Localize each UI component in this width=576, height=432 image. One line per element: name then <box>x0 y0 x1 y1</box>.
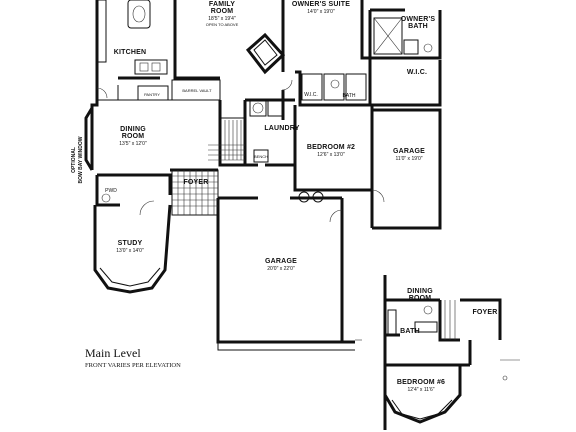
water-heaters <box>298 191 324 203</box>
water-heater-2-label: W.H. <box>314 195 323 200</box>
dining-room-dims: 13'5" x 12'0" <box>119 141 147 147</box>
powder-room <box>95 175 120 207</box>
plan-title: Main Level <box>85 346 141 360</box>
inset-dining-label: DINING <box>407 288 433 295</box>
study-walls <box>93 204 172 294</box>
bedroom2-label: BEDROOM #2 <box>307 144 355 151</box>
hall-wic-label: W.I.C. <box>304 92 318 98</box>
owners-suite-label: OWNER'S SUITE <box>292 1 350 8</box>
garage-door <box>217 339 362 351</box>
study-label: STUDY <box>118 240 143 247</box>
kitchen-counters <box>97 0 168 75</box>
family-room-label: FAMILY <box>209 1 235 8</box>
barrel-vault-label: BARREL VAULT <box>182 88 212 93</box>
dining-room-label: DINING <box>120 126 146 133</box>
side-garage-dims: 11'0" x 19'0" <box>395 156 422 162</box>
inset-foyer-label: FOYER <box>472 309 497 316</box>
family-room-label-2: ROOM <box>211 8 234 15</box>
main-garage-label: GARAGE <box>265 258 297 265</box>
bay-window <box>84 107 94 171</box>
inset-plan-walls <box>383 275 502 430</box>
owners-wic-label: W.I.C. <box>407 69 427 76</box>
room-labels: FAMILY ROOM 18'5" x 19'4" OPEN TO ABOVE … <box>71 1 435 369</box>
dining-room-label-2: ROOM <box>122 133 145 140</box>
inset-bedroom6-dims: 12'4" x 11'6" <box>407 387 434 393</box>
main-garage-dims: 20'0" x 22'0" <box>267 266 295 272</box>
bedroom2-dims: 12'6" x 13'0" <box>317 152 345 158</box>
fireplace <box>245 32 286 75</box>
pwd-label: PWD <box>105 188 117 194</box>
pantry-area <box>137 79 221 101</box>
inset-bath-label: BATH <box>400 328 420 335</box>
inset-fixtures <box>387 300 520 381</box>
owners-bath-label-2: BATH <box>408 23 428 30</box>
water-heater-1-label: W.H. <box>300 195 309 200</box>
inset-bedroom6-label: BEDROOM #6 <box>397 379 445 386</box>
laundry-label: LAUNDRY <box>264 125 299 132</box>
svg-text:OPTIONAL: OPTIONAL <box>71 147 77 173</box>
inset-dining-label-2: ROOM <box>409 295 432 302</box>
svg-text:BOW BAY WINDOW: BOW BAY WINDOW <box>78 136 84 183</box>
owners-suite-dims: 14'0" x 19'0" <box>307 9 335 15</box>
family-room-dims: 18'5" x 19'4" <box>208 16 236 22</box>
main-plan-walls <box>90 0 442 344</box>
study-dims: 13'0" x 14'0" <box>116 248 144 254</box>
bench-label: BENCH <box>254 154 268 159</box>
kitchen-label: KITCHEN <box>114 49 147 56</box>
laundry-fixtures <box>249 99 285 117</box>
pantry-label: PANTRY <box>144 92 160 97</box>
inset-labels: DINING ROOM FOYER BATH BEDROOM #6 12'4" … <box>397 288 498 393</box>
hall-bath-label: BATH <box>343 93 356 99</box>
hall-bath <box>301 73 367 101</box>
owners-bath-fixtures <box>373 17 433 55</box>
bay-window-label: OPTIONAL BOW BAY WINDOW <box>71 136 84 183</box>
foyer-tile <box>171 169 219 216</box>
bench <box>253 149 269 163</box>
plan-subtitle: FRONT VARIES PER ELEVATION <box>85 362 181 369</box>
owners-bath-label: OWNER'S <box>401 16 436 23</box>
stairs <box>208 117 245 161</box>
foyer-label: FOYER <box>183 179 208 186</box>
family-room-note: OPEN TO ABOVE <box>206 22 239 27</box>
side-garage-label: GARAGE <box>393 148 425 155</box>
door-swings <box>96 79 385 223</box>
